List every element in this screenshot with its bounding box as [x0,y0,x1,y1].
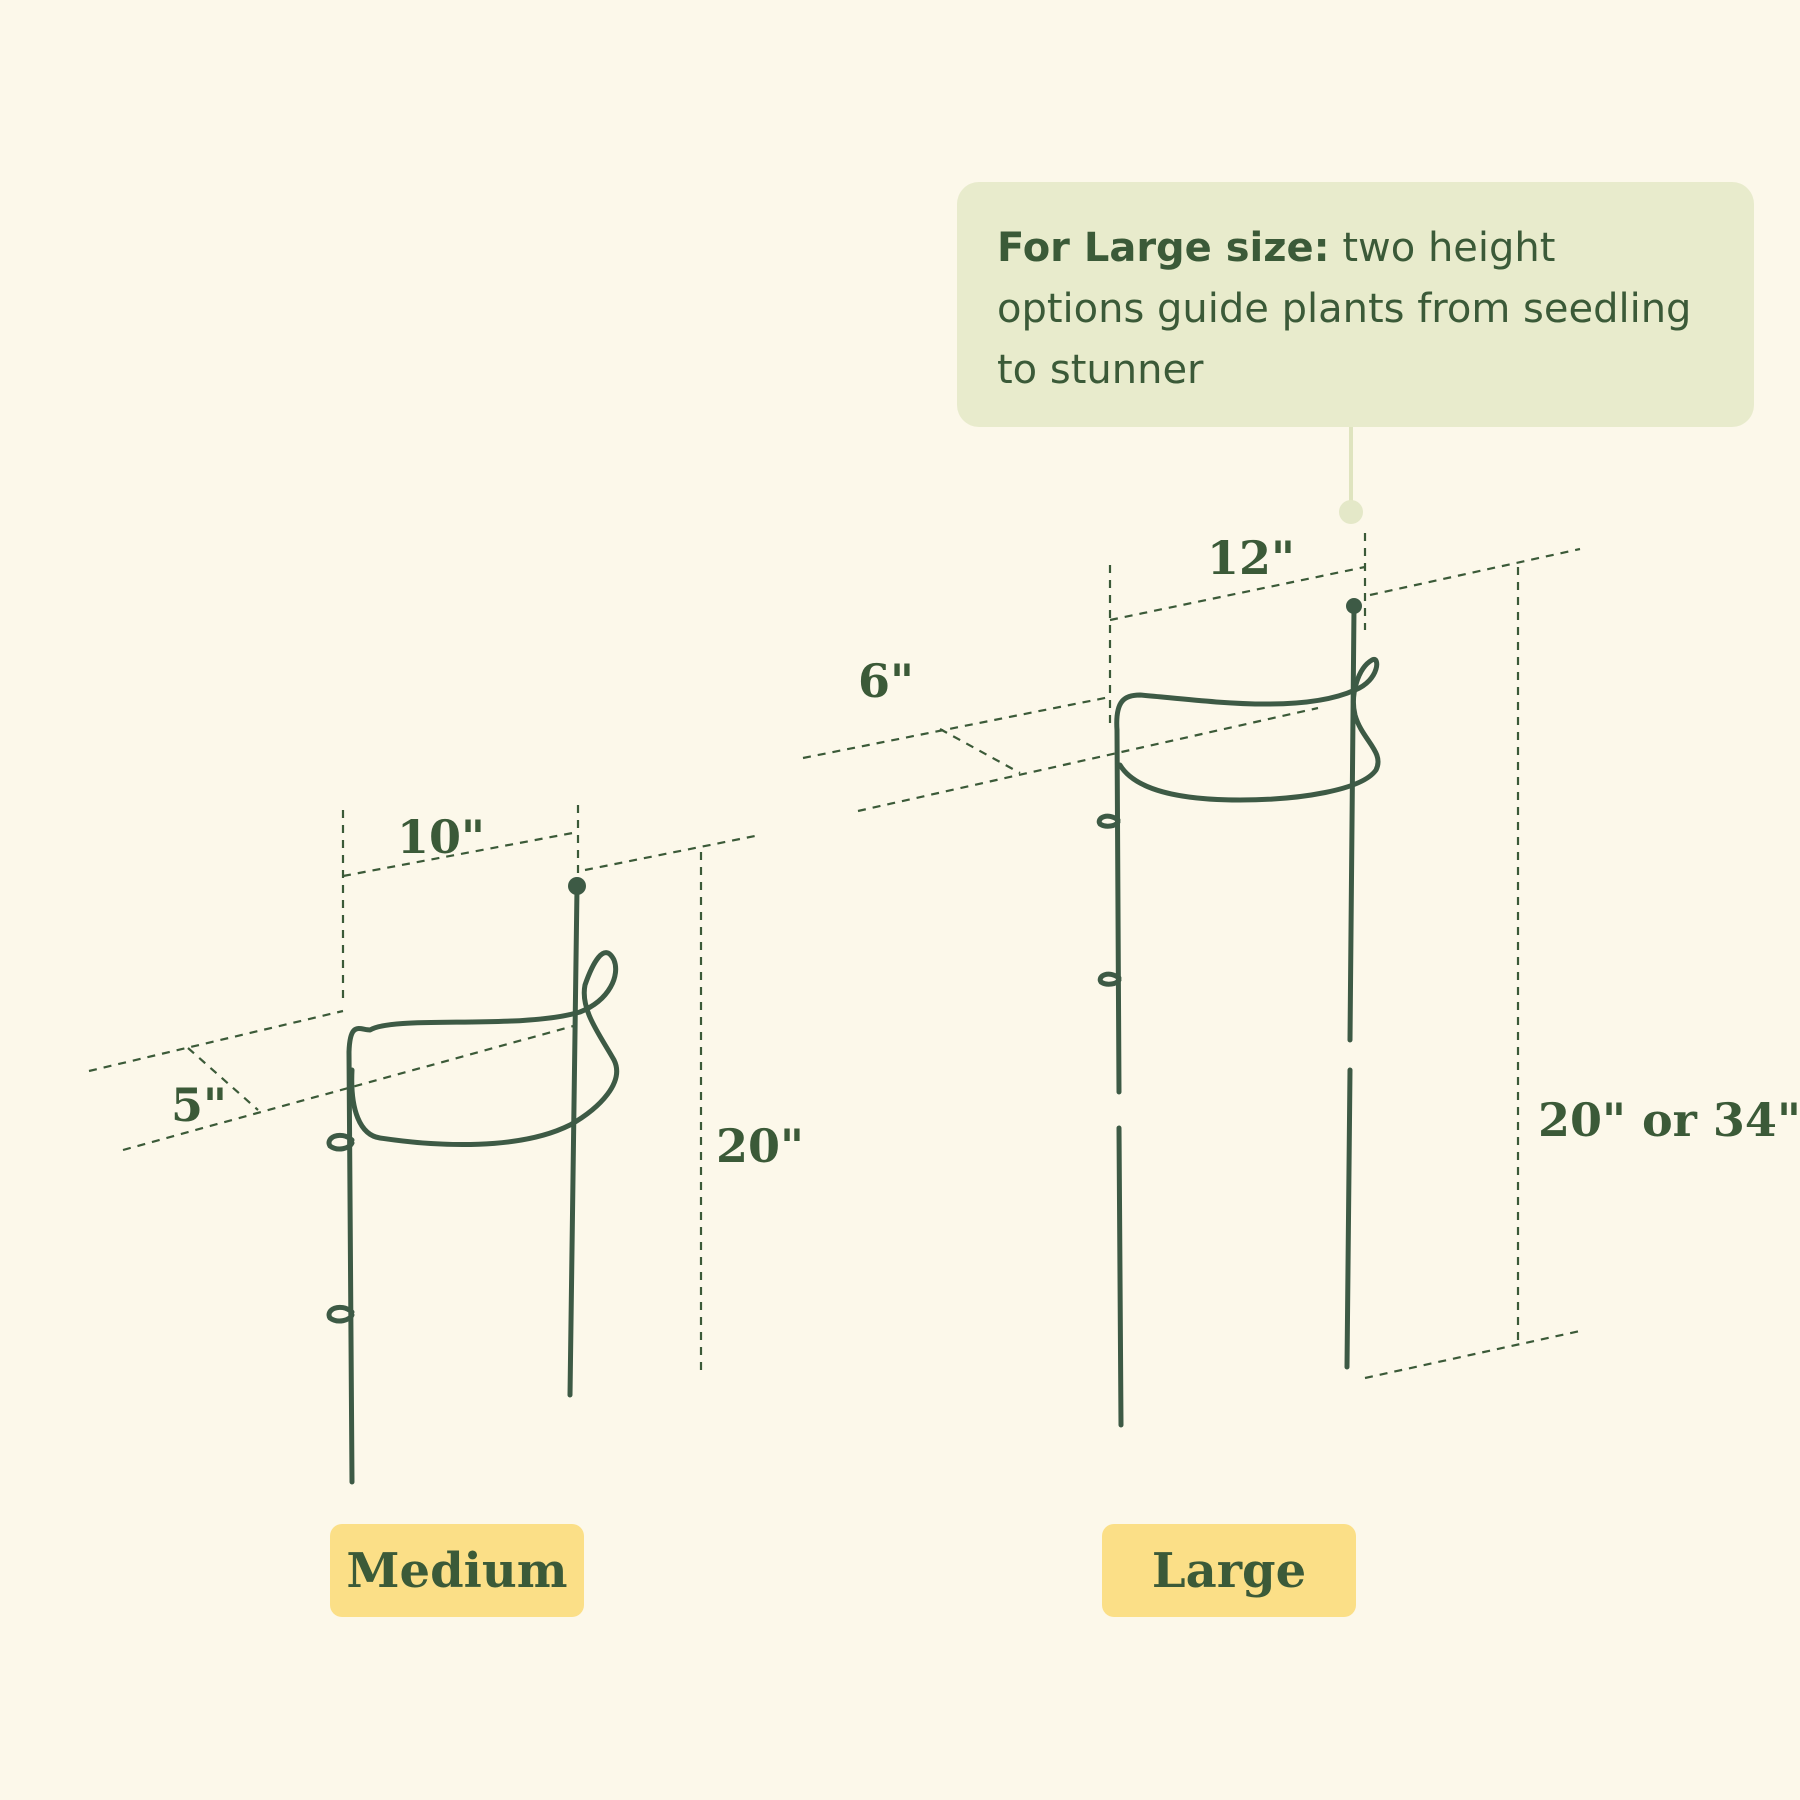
large-ring [1114,656,1381,803]
medium-lower-loop [326,1304,355,1324]
callout-bold-text: For Large size: [997,225,1330,271]
medium-dimension-lines [88,805,756,1375]
large-plant-support [1096,598,1381,1428]
medium-height-label: 20" [716,1119,804,1173]
medium-width-label: 10" [397,810,485,864]
large-depth-label: 6" [858,654,914,708]
medium-stake-ball [568,877,586,895]
large-dimension-lines [802,533,1581,1380]
large-left-stake-bottom [1116,1125,1124,1428]
medium-depth-label: 5" [171,1078,227,1132]
medium-left-stake [346,1049,355,1485]
large-size-callout: For Large size: two height options guide… [957,182,1754,427]
large-height-label: 20" or 34" [1538,1093,1800,1147]
large-right-stake-bottom [1344,1067,1353,1370]
medium-plant-support [326,877,620,1485]
large-upper-loop [1096,813,1121,829]
callout-text: two height options guide plants from see… [997,225,1692,393]
large-right-stake-top [1347,605,1357,1043]
large-stake-ball [1346,598,1362,614]
large-lower-loop [1097,971,1122,987]
large-width-label: 12" [1207,531,1295,585]
medium-ring [346,950,620,1148]
callout-pointer [1339,427,1363,524]
large-left-stake-top [1114,727,1122,1095]
medium-right-stake [567,885,580,1398]
medium-size-label: Medium [330,1524,584,1617]
large-size-label: Large [1102,1524,1356,1617]
medium-upper-loop [326,1132,355,1152]
